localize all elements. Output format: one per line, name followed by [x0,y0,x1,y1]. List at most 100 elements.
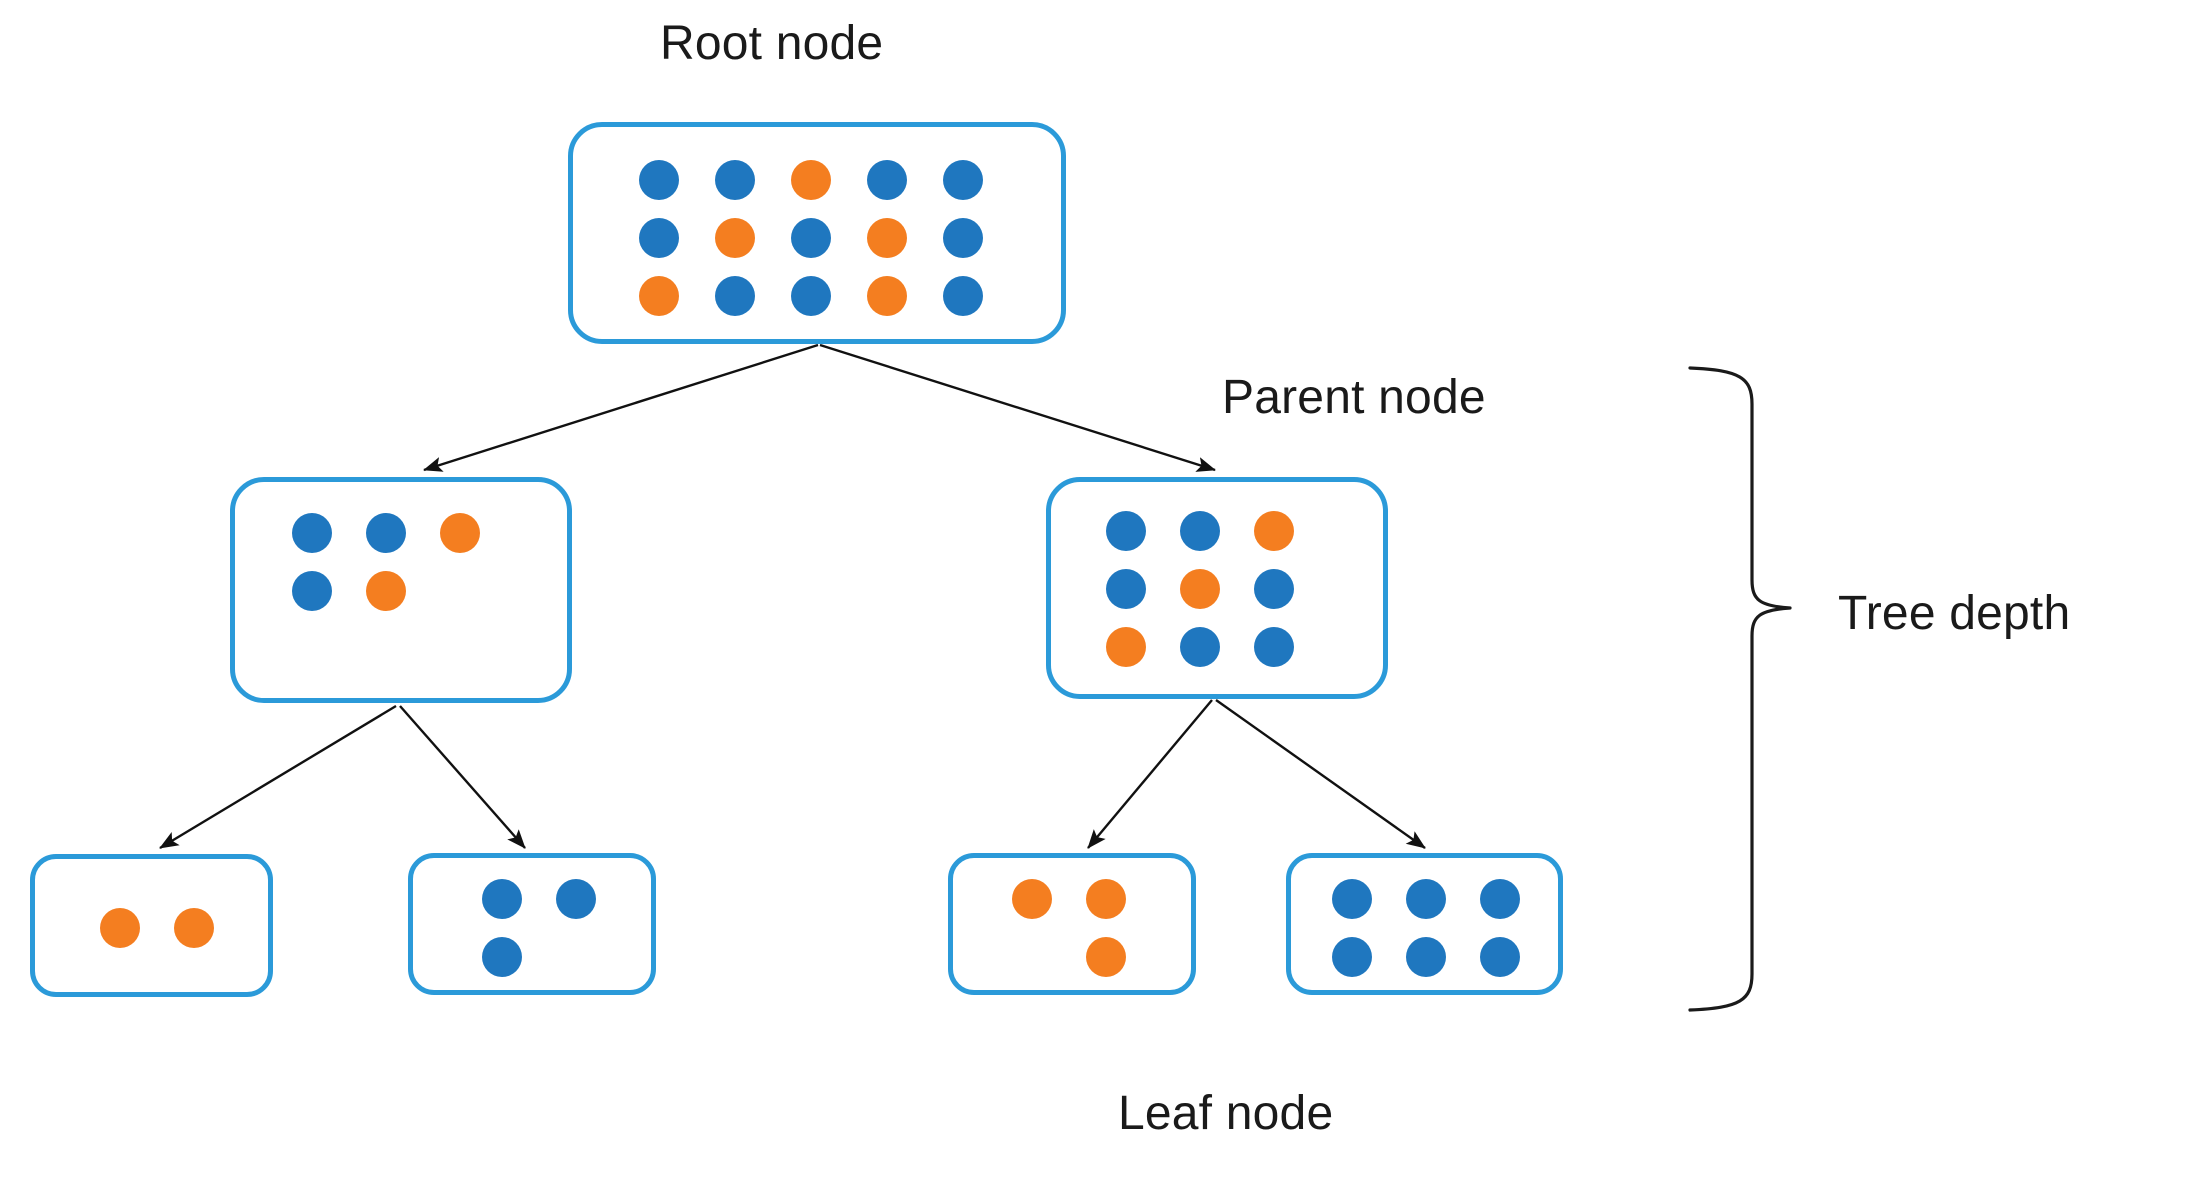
sample-dot-blue [1106,511,1146,551]
sample-cell [1237,502,1311,560]
edge-parent-left-to-leaf-1 [159,704,397,850]
sample-dot-blue [482,879,522,919]
sample-dot-blue [1332,937,1372,977]
sample-dot-blue [867,160,907,200]
sample-cell [697,209,773,267]
tree-depth-brace [1688,366,1792,1012]
sample-cell [1389,928,1463,986]
sample-dot-empty [440,571,480,611]
sample-cell [1089,560,1163,618]
sample-dot-blue [639,218,679,258]
sample-dot-blue [292,571,332,611]
sample-dot-blue [715,276,755,316]
sample-cell [849,209,925,267]
sample-cell [1163,502,1237,560]
sample-dot-blue [1180,511,1220,551]
sample-cell-empty [539,928,613,986]
sample-dot-orange [791,160,831,200]
node-parent-left[interactable] [230,477,572,703]
leaf-2-sample-grid [465,870,613,986]
sample-cell [849,267,925,325]
sample-dot-orange [174,908,214,948]
sample-cell [621,151,697,209]
node-parent-right[interactable] [1046,477,1388,699]
sample-cell [1315,870,1389,928]
sample-cell [1463,928,1537,986]
sample-dot-blue [1106,569,1146,609]
sample-cell [925,267,1001,325]
sample-dot-blue [791,218,831,258]
sample-cell [349,504,423,562]
node-leaf-3[interactable] [948,853,1196,995]
sample-dot-blue [482,937,522,977]
edge-root-to-parent-right [819,343,1216,472]
sample-cell-empty [423,562,497,620]
sample-dot-blue [943,160,983,200]
sample-dot-orange [1086,879,1126,919]
sample-dot-blue [1180,627,1220,667]
node-root[interactable] [568,122,1066,344]
sample-cell [1089,502,1163,560]
root-sample-grid [621,151,1001,325]
sample-dot-orange [715,218,755,258]
sample-cell [1069,928,1143,986]
leaf-4-sample-grid [1315,870,1537,986]
sample-dot-orange [639,276,679,316]
sample-cell [773,151,849,209]
sample-cell [275,562,349,620]
sample-dot-blue [292,513,332,553]
leaf-3-sample-grid [995,870,1143,986]
sample-dot-blue [639,160,679,200]
sample-dot-orange [440,513,480,553]
node-leaf-1[interactable] [30,854,273,997]
leaf-node-label: Leaf node [1118,1087,1334,1140]
sample-dot-blue [791,276,831,316]
sample-cell [1089,618,1163,676]
sample-dot-blue [1332,879,1372,919]
sample-cell [773,267,849,325]
sample-dot-blue [1406,879,1446,919]
node-leaf-4[interactable] [1286,853,1563,995]
sample-cell [697,151,773,209]
sample-dot-blue [556,879,596,919]
root-node-label: Root node [660,17,884,70]
sample-dot-blue [366,513,406,553]
edge-parent-right-to-leaf-3 [1087,699,1213,849]
sample-cell [275,504,349,562]
sample-cell [995,870,1069,928]
sample-cell [773,209,849,267]
sample-dot-blue [1406,937,1446,977]
sample-dot-blue [1480,937,1520,977]
sample-cell [465,870,539,928]
sample-cell [925,209,1001,267]
sample-dot-empty [1012,937,1052,977]
sample-dot-orange [1086,937,1126,977]
sample-cell [83,899,157,957]
sample-cell [1237,560,1311,618]
sample-dot-orange [366,571,406,611]
sample-dot-orange [1012,879,1052,919]
sample-cell [539,870,613,928]
sample-cell [1315,928,1389,986]
sample-cell [423,504,497,562]
sample-cell [1463,870,1537,928]
sample-cell-empty [995,928,1069,986]
edge-root-to-parent-left [423,343,819,472]
sample-cell [349,562,423,620]
sample-cell [465,928,539,986]
edge-parent-left-to-leaf-2 [399,705,526,849]
sample-cell [157,899,231,957]
sample-dot-blue [943,218,983,258]
sample-dot-blue [1254,627,1294,667]
sample-dot-blue [1254,569,1294,609]
sample-dot-orange [1254,511,1294,551]
sample-dot-blue [715,160,755,200]
sample-cell [1237,618,1311,676]
leaf-1-sample-grid [83,899,231,957]
tree-depth-label: Tree depth [1838,587,2071,640]
node-leaf-2[interactable] [408,853,656,995]
sample-cell [849,151,925,209]
sample-cell [1163,560,1237,618]
sample-dot-orange [1180,569,1220,609]
